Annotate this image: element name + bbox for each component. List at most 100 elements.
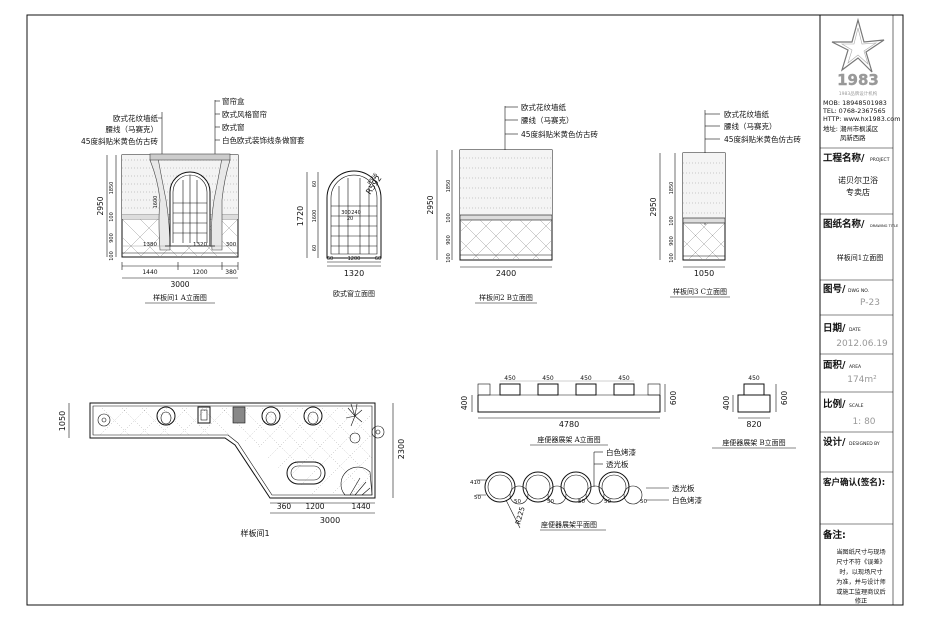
number-label: 图号/ [823,284,846,295]
callout-window-trim: 白色欧式装饰线条做窗套 [222,135,305,145]
svg-text:100: 100 [446,213,452,223]
project-value-2: 专卖店 [846,187,870,197]
svg-text:900: 900 [109,233,115,243]
svg-text:45度斜贴米黄色仿古砖: 45度斜贴米黄色仿古砖 [724,134,802,144]
floor-plan: 1050 2300 360 1200 1440 3000 样板间1 [58,402,406,538]
svg-text:1600: 1600 [312,210,318,223]
svg-text:410: 410 [470,480,481,486]
svg-text:1200: 1200 [348,256,361,262]
notes-text: 当图纸尺寸与现场 尺寸不符《误差》 时，以现场尺寸 为准，并与设计师 或施工监理… [836,548,886,605]
svg-text:450: 450 [748,375,760,382]
svg-text:白色烤漆: 白色烤漆 [672,495,702,505]
drawing-label: 图纸名称/ [823,218,865,230]
rack-elevation-b: 450 400 600 820 座便器展架 B立面图 [712,375,796,449]
callout-curtain: 欧式风格窗帘 [222,109,267,119]
number-label-en: DWG NO. [848,288,869,294]
dim-plan-right: 2300 [397,439,406,459]
svg-text:白色烤漆: 白色烤漆 [606,447,636,457]
rack-elevation-a: 450 450 450 450 400 600 4780 座便器展架 A立面图 [460,375,678,446]
svg-text:240: 240 [351,210,361,216]
svg-text:1200: 1200 [305,502,324,511]
svg-text:1200: 1200 [192,269,207,276]
svg-text:820: 820 [746,420,761,429]
svg-text:1320: 1320 [193,242,207,248]
svg-text:欧式花纹墙纸: 欧式花纹墙纸 [521,102,566,112]
svg-text:400: 400 [722,396,731,411]
svg-text:100: 100 [446,253,452,263]
area-label: 面积/ [823,359,846,371]
caption-elevation-c: 样板间3 C立面图 [673,287,727,296]
area-label-en: AREA [849,364,862,370]
callout-waistline: 腰线（马赛克） [106,124,159,134]
elevation-a: 欧式花纹墙纸 腰线（马赛克） 45度斜贴米黄色仿古砖 窗帘盒 欧式风格窗帘 欧式… [81,96,305,304]
dim-rack-a-width: 4780 [559,420,579,429]
svg-text:900: 900 [446,235,452,245]
svg-text:900: 900 [669,236,675,246]
svg-text:450: 450 [580,375,592,382]
scale-label: 比例/ [823,398,846,410]
callout-curtain-box: 窗帘盒 [222,96,245,106]
svg-text:60: 60 [312,245,318,251]
design-label-en: DESIGNED BY [849,441,880,447]
title-block: 1983 1983品牌设计机构 MOB: 18948501983 TEL: 07… [820,17,900,605]
svg-text:100: 100 [669,216,675,226]
dim-plan-total: 3000 [320,516,340,525]
svg-text:50: 50 [514,499,521,505]
svg-text:透光板: 透光板 [672,483,695,493]
caption-rack-b: 座便器展架 B立面图 [722,438,785,447]
svg-text:1850: 1850 [669,182,675,195]
svg-text:50: 50 [640,499,647,505]
project-label-en: PROJECT [870,157,890,163]
rack-plan: 白色烤漆 透光板 透光板 白色烤漆 410 50 50 50 50 50 50 … [470,447,702,531]
date-label-en: DATE [849,327,861,333]
callout-wallpaper: 欧式花纹墙纸 [113,113,158,123]
svg-text:300: 300 [226,242,237,248]
svg-text:或施工监理商议后: 或施工监理商议后 [836,588,886,596]
svg-text:60: 60 [375,256,381,262]
svg-text:45度斜贴米黄色仿古砖: 45度斜贴米黄色仿古砖 [521,129,599,139]
mob-text: MOB: 18948501983 [823,99,887,107]
svg-text:60: 60 [312,181,318,187]
date-label: 日期/ [823,322,846,334]
svg-text:300: 300 [341,210,351,216]
svg-text:450: 450 [618,375,630,382]
svg-text:为准，并与设计师: 为准，并与设计师 [836,578,886,586]
svg-text:腰线（马赛克）: 腰线（马赛克） [724,121,777,131]
svg-text:1850: 1850 [109,182,115,195]
svg-text:50: 50 [604,499,611,505]
studio-logo: 1983 1983品牌设计机构 [831,17,885,97]
dim-window-width: 1320 [344,269,364,278]
project-value-1: 诺贝尔卫浴 [838,175,878,185]
svg-text:腰线（马赛克）: 腰线（马赛克） [521,115,574,125]
area-value: 174m² [847,375,877,385]
notes-label: 备注: [822,529,846,541]
svg-text:2950: 2950 [649,197,658,216]
caption-rack-plan: 座便器展架平面图 [541,520,597,529]
scale-value: 1: 80 [852,417,875,427]
scale-label-en: SCALE [849,403,864,409]
logo-subtext: 1983品牌设计机构 [839,90,878,97]
drawing-label-en: DRAWING TITLE [870,224,899,228]
dim-plan-left: 1050 [58,411,67,431]
svg-text:380: 380 [225,269,237,276]
sheet-border [26,14,904,606]
svg-text:欧式花纹墙纸: 欧式花纹墙纸 [724,109,769,119]
caption-elevation-a: 样板间1 A立面图 [153,293,207,302]
svg-text:修正: 修正 [855,597,867,605]
tel-text: TEL: 0768-2367565 [822,107,886,115]
dim-window-height: 1600 [153,196,159,209]
caption-plan: 样板间1 [240,528,269,538]
svg-text:60: 60 [327,256,333,262]
svg-text:时，以现场尺寸: 时，以现场尺寸 [839,568,882,576]
number-value: P-23 [860,298,880,308]
design-label: 设计/ [823,436,846,448]
svg-text:360: 360 [277,502,292,511]
svg-text:50: 50 [474,495,481,501]
svg-text:100: 100 [109,251,115,261]
address-line-2: 凤新西路 [840,133,866,142]
svg-text:450: 450 [542,375,554,382]
svg-text:400: 400 [460,396,469,411]
project-label: 工程名称/ [823,152,865,164]
svg-text:100: 100 [669,253,675,263]
